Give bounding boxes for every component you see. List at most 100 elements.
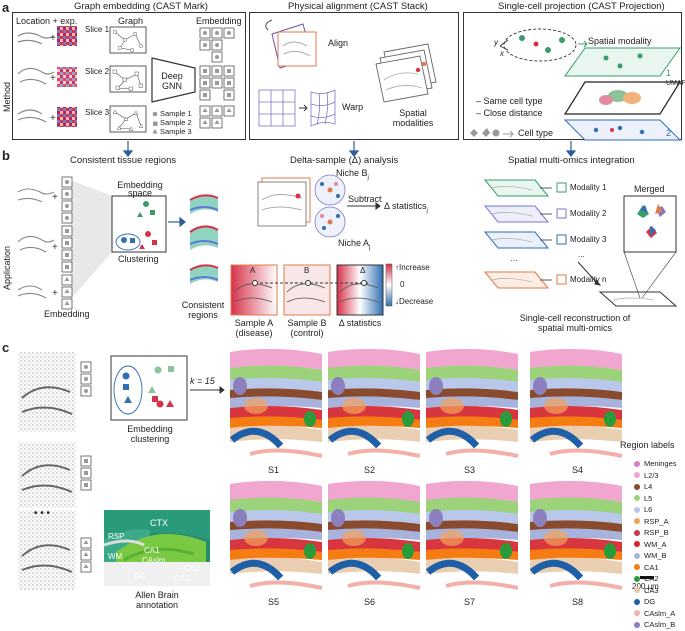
sample-3-legend: Sample 3 [160, 127, 192, 136]
legend-item: RSP_B [634, 527, 677, 539]
legend-swatch [634, 529, 640, 536]
atlas-ca1-label: CA1 [144, 546, 160, 555]
sample-label-s3: S3 [464, 465, 476, 475]
sample-map-1 [229, 348, 323, 458]
umap-label: UMAP [666, 80, 685, 87]
sample-map-7 [425, 480, 519, 590]
modality-3-label: Modality 3 [570, 235, 607, 244]
panel-letter-c: c [2, 340, 10, 355]
legend-item: WM_A [634, 539, 677, 551]
legend-item: L5 [634, 493, 677, 505]
sample-label-s6: S6 [364, 597, 376, 607]
deep-gnn-label-2: GNN [162, 81, 182, 91]
sc-reconstruction-label-1: Single-cell reconstruction of [519, 313, 631, 323]
legend-item: CA1 [634, 562, 677, 574]
atlas-wm-label: WM [108, 552, 123, 561]
legend-label: RSP_B [644, 528, 669, 538]
svg-text:+: + [52, 192, 58, 203]
niche-bj-label: Niche Bj [336, 168, 369, 182]
atlas-ctx-label: CTX [150, 518, 168, 528]
modality-n-label: Modality n [570, 275, 607, 284]
sample-2-legend: Sample 2 [160, 118, 192, 127]
legend-item: DG [634, 596, 677, 608]
spatial-multiomics-title: Spatial multi-omics integration [508, 155, 635, 166]
map-b-label: B [304, 266, 310, 275]
sample-map-5 [229, 480, 323, 590]
legend-label: CA3 [644, 585, 659, 595]
legend-item: L6 [634, 504, 677, 516]
legend-label: L6 [644, 505, 653, 515]
atlas-ca3-label: CA3 [174, 574, 190, 583]
consistent-regions-label-2: regions [188, 310, 218, 320]
legend-swatch [634, 460, 640, 467]
box-physical-alignment [249, 12, 459, 140]
legend-label: Meninges [644, 459, 677, 469]
allen-brain-label-1: Allen Brain [135, 590, 179, 600]
legend-item: RSP_A [634, 516, 677, 528]
legend-label: WM_A [644, 539, 667, 549]
legend-label: L4 [644, 482, 653, 492]
svg-text:+: + [52, 288, 58, 299]
sample-a-label-2: (disease) [235, 328, 273, 338]
align-label: Align [328, 38, 349, 48]
atlas-caslm-label: CAslm [142, 556, 166, 565]
legend-swatch [634, 472, 640, 479]
panel-a-graphics: +++ [17, 19, 682, 157]
ellipsis-dots: • • • [34, 508, 51, 519]
layer-2-label: 2 [666, 128, 672, 138]
sample-label-s2: S2 [364, 465, 376, 475]
modality-1-label: Modality 1 [570, 183, 607, 192]
svg-text:+: + [50, 73, 56, 84]
slice-1-label: Slice 1 [85, 25, 110, 34]
delta-stats-sub: j [426, 207, 428, 214]
niche-aj-label: Niche Aj [338, 238, 370, 252]
legend-label: WM_B [644, 551, 667, 561]
warp-label: Warp [342, 102, 364, 112]
niche-aj-sub: j [369, 244, 371, 251]
sample-map-4 [529, 348, 623, 458]
embedding-label-b: Embedding [44, 309, 90, 319]
allen-brain-label-2: annotation [135, 600, 179, 610]
legend-swatch [634, 483, 640, 490]
clustering-label: Clustering [118, 254, 159, 264]
sample-label-s7: S7 [464, 597, 476, 607]
legend-swatch [634, 575, 640, 582]
legend-label: L5 [644, 493, 653, 503]
legend-swatch [634, 564, 640, 571]
legend-swatch [634, 495, 640, 502]
sample-label-s1: S1 [268, 465, 280, 475]
embedding-label: Embedding [196, 16, 242, 26]
sample-map-6 [327, 480, 421, 590]
legend-item: WM_B [634, 550, 677, 562]
cell-type-label: Cell type [518, 128, 554, 138]
legend-label: CAslm_A [644, 608, 676, 618]
zero-label: 0 [400, 280, 405, 289]
spatial-modality-label: Spatial modality [588, 36, 652, 46]
deep-gnn-label-1: Deep [161, 71, 183, 81]
graph-label: Graph [118, 16, 144, 26]
delta-stats-text: Δ statistics [384, 201, 427, 211]
increase-label: ↑Increase [395, 263, 430, 272]
close-distance-label: – Close distance [476, 108, 543, 118]
delta-stats-label: Δ statisticsj [384, 201, 428, 215]
legend-item: CAslm_A [634, 608, 677, 620]
legend-item: Meninges [634, 458, 677, 470]
legend-item: L2/3 [634, 470, 677, 482]
legend-item: CA2 [634, 573, 677, 585]
atlas-dg-label: DG [134, 572, 146, 581]
consistent-tissue-regions-title: Consistent tissue regions [70, 155, 177, 166]
decrease-label: ↓Decrease [395, 297, 434, 306]
legend-item: CAslm_B [634, 619, 677, 631]
legend-swatch [634, 598, 640, 605]
legend-swatch [634, 552, 640, 559]
legend-title: Region labels [620, 440, 675, 450]
sample-map-8 [529, 480, 623, 590]
sample-b-label-1: Sample B [287, 318, 327, 328]
legend-swatch [634, 506, 640, 513]
sample-map-3 [425, 348, 519, 458]
map-a-label: A [250, 266, 256, 275]
panel-letter-a: a [2, 0, 10, 15]
scale-bar-label: 200 μm [632, 582, 659, 591]
embedding-space-label-1: Embedding [117, 180, 163, 190]
